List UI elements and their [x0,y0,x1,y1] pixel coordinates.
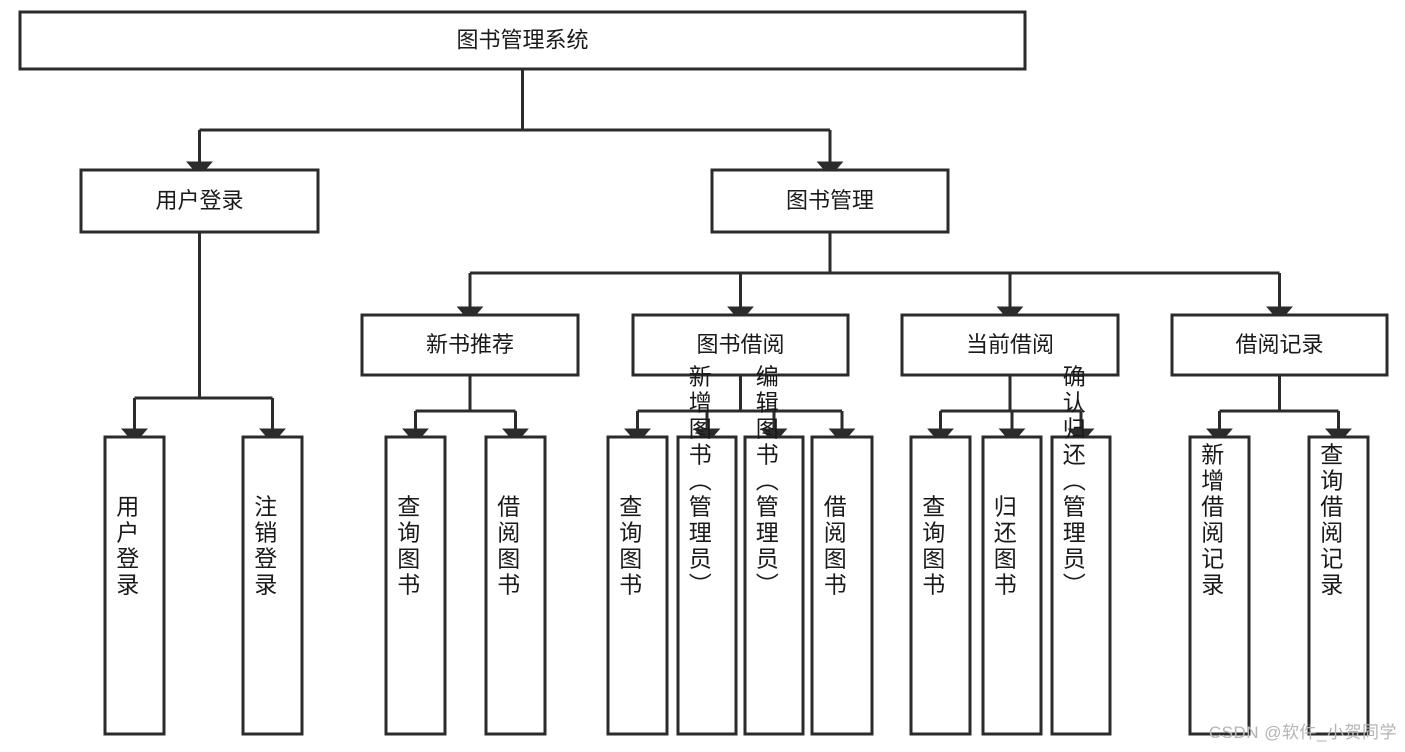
leaf-node-10-box[interactable] [1050,435,1112,736]
leaf-node-7-box[interactable] [810,435,874,736]
level2-node-0[interactable]: 用户登录 [79,168,320,234]
connector-layer [121,69,1352,444]
leaf-node-6-label: 编辑图书（管理员） [752,365,779,599]
level2-node-1-label: 图书管理 [786,188,874,213]
level3-node-2-label: 当前借阅 [966,332,1054,357]
leaf-node-0-label: 用户登录 [113,495,140,599]
level3-node-1[interactable]: 图书借阅 [631,313,850,377]
level2-node-0-label: 用户登录 [155,188,243,213]
leaf-node-6-box[interactable] [743,435,805,736]
leaf-node-8[interactable]: 查询图书 [909,435,972,736]
leaf-node-5-label: 新增图书（管理员） [685,365,712,599]
leaf-node-12[interactable]: 查询借阅记录 [1307,435,1370,736]
level3-node-2-box[interactable] [900,313,1120,377]
leaf-node-9-label: 归还图书 [990,495,1017,599]
level3-node-3-box[interactable] [1170,313,1389,377]
level2-node-1[interactable]: 图书管理 [710,168,950,234]
level2-node-1-box[interactable] [710,168,950,234]
leaf-node-10-label: 确认归还（管理员） [1059,365,1086,599]
leaf-node-3[interactable]: 借阅图书 [484,435,547,736]
leaf-node-12-box[interactable] [1307,435,1370,736]
leaf-node-1[interactable]: 注销登录 [241,435,304,736]
leaf-node-3-box[interactable] [484,435,547,736]
leaf-node-4-label: 查询图书 [616,495,643,599]
leaf-node-3-label: 借阅图书 [494,495,521,599]
level3-node-0[interactable]: 新书推荐 [360,313,580,377]
leaf-node-11-box[interactable] [1188,435,1251,736]
leaf-node-1-label: 注销登录 [251,495,278,599]
leaf-node-6[interactable]: 编辑图书（管理员） [743,365,805,736]
root-node[interactable]: 图书管理系统 [18,10,1027,71]
leaf-node-10[interactable]: 确认归还（管理员） [1050,365,1112,736]
leaf-node-12-label: 查询借阅记录 [1317,443,1344,599]
leaf-node-1-box[interactable] [241,435,304,736]
root-node-box[interactable] [18,10,1027,71]
level3-node-0-label: 新书推荐 [426,332,514,357]
leaf-node-11-label: 新增借阅记录 [1198,443,1225,599]
level3-node-1-label: 图书借阅 [696,332,784,357]
level2-node-0-box[interactable] [79,168,320,234]
leaf-node-9-box[interactable] [981,435,1043,736]
leaf-node-8-label: 查询图书 [919,495,946,599]
leaf-node-4[interactable]: 查询图书 [606,435,669,736]
leaf-node-4-box[interactable] [606,435,669,736]
leaf-node-7-label: 借阅图书 [820,495,847,599]
level3-node-3[interactable]: 借阅记录 [1170,313,1389,377]
root-node-label: 图书管理系统 [456,27,588,52]
level3-node-2[interactable]: 当前借阅 [900,313,1120,377]
node-layer: 图书管理系统用户登录图书管理新书推荐图书借阅当前借阅借阅记录用户登录注销登录查询… [18,10,1389,736]
leaf-node-7[interactable]: 借阅图书 [810,435,874,736]
leaf-node-0-box[interactable] [103,435,166,736]
level3-node-0-box[interactable] [360,313,580,377]
leaf-node-2-label: 查询图书 [394,495,421,599]
leaf-node-2-box[interactable] [384,435,447,736]
level3-node-3-label: 借阅记录 [1235,332,1323,357]
leaf-node-2[interactable]: 查询图书 [384,435,447,736]
leaf-node-0[interactable]: 用户登录 [103,435,166,736]
leaf-node-5[interactable]: 新增图书（管理员） [676,365,738,736]
leaf-node-9[interactable]: 归还图书 [981,435,1043,736]
level3-node-1-box[interactable] [631,313,850,377]
leaf-node-11[interactable]: 新增借阅记录 [1188,435,1251,736]
leaf-node-5-box[interactable] [676,435,738,736]
leaf-node-8-box[interactable] [909,435,972,736]
